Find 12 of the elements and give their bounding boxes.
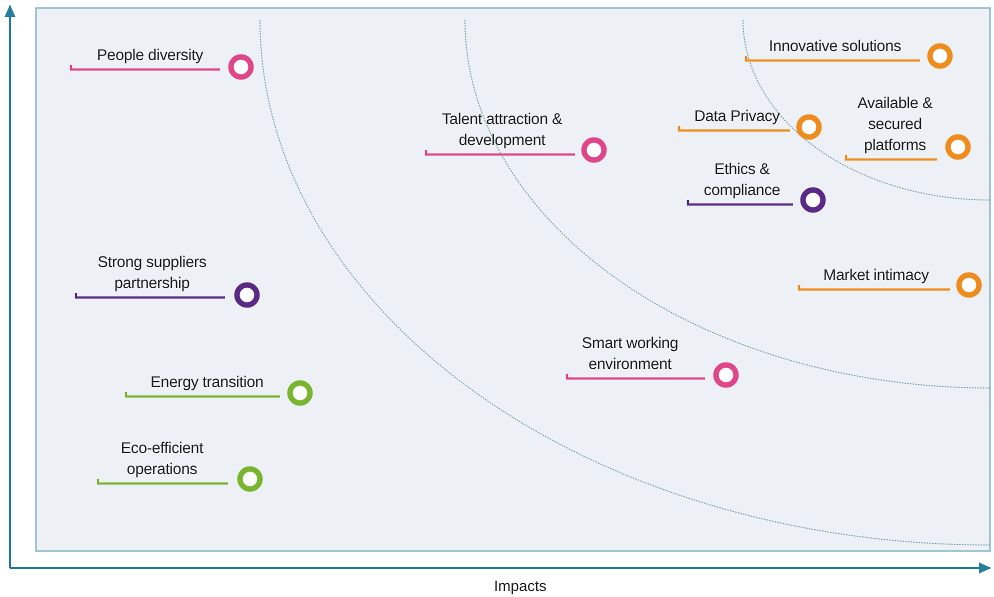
- topic-label: Smart working environment: [580, 334, 680, 375]
- topic-label: Available & secured platforms: [856, 94, 934, 156]
- topic-label: Talent attraction & development: [440, 110, 564, 151]
- axis-title: Impacts: [494, 578, 547, 595]
- topic-label: Innovative solutions: [768, 37, 902, 57]
- topic-label: Ethics & compliance: [702, 160, 782, 201]
- topic-label: Market intimacy: [822, 266, 930, 286]
- topic-label: Data Privacy: [693, 107, 781, 127]
- topic-label: Strong suppliers partnership: [96, 253, 208, 294]
- topic-label: Energy transition: [150, 373, 264, 393]
- topic-label: People diversity: [96, 46, 204, 66]
- topic-label: Eco-efficient operations: [120, 439, 204, 480]
